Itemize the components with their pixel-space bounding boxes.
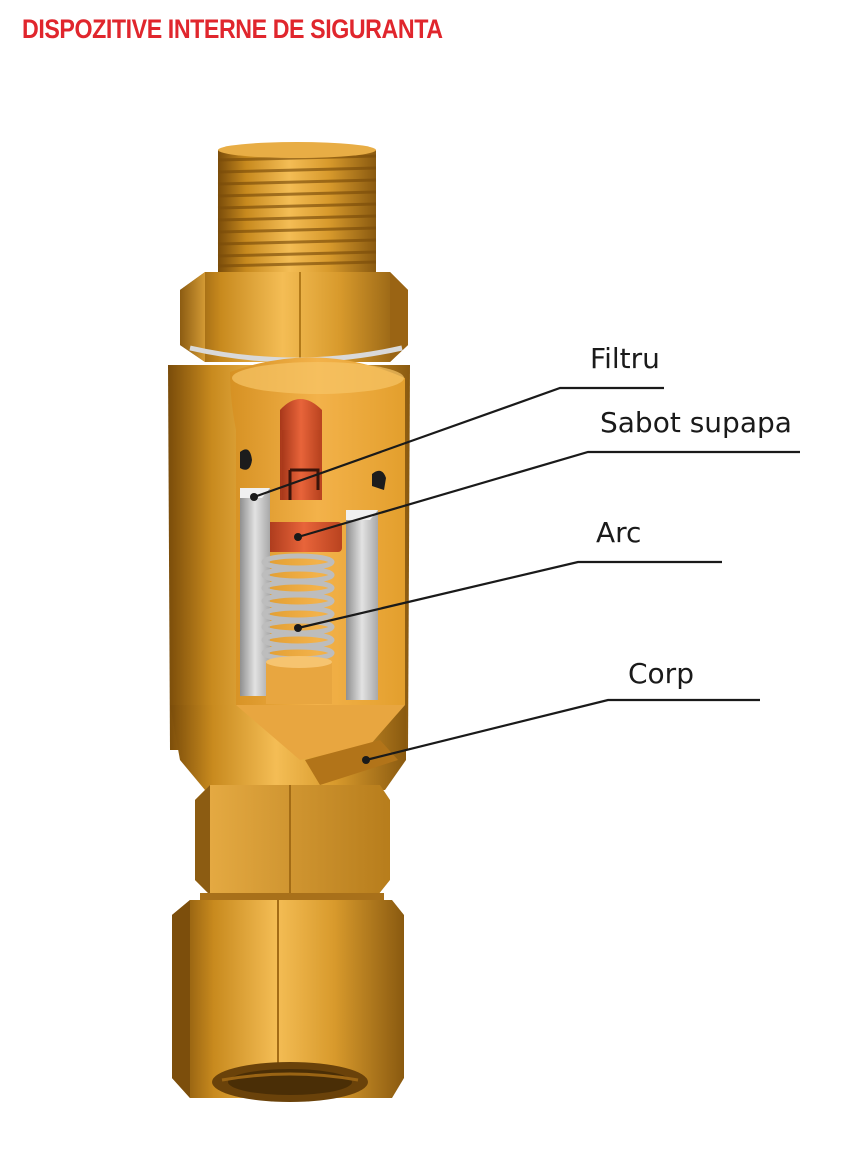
label-corp: Corp (628, 657, 694, 690)
leader-lines (253, 386, 800, 762)
leader-dots (250, 493, 370, 764)
label-filtru: Filtru (590, 342, 660, 375)
dot-sabot (294, 533, 302, 541)
upper-hex-nut (180, 272, 408, 363)
spring (261, 553, 335, 662)
label-sabot-supapa: Sabot supapa (600, 406, 792, 439)
bottom-hex-nut (172, 900, 404, 1102)
leader-sabot (297, 450, 800, 539)
label-arc: Arc (596, 516, 642, 549)
valve-stem (266, 399, 342, 552)
top-thread (217, 142, 377, 272)
middle-hex-nut (195, 785, 390, 895)
dot-arc (294, 624, 302, 632)
leader-corp (365, 698, 760, 762)
spring-seat (266, 656, 332, 704)
lower-body (170, 705, 406, 790)
leader-arc (297, 560, 722, 630)
dot-corp (362, 756, 370, 764)
diagram-title: DISPOZITIVE INTERNE DE SIGURANTA (22, 14, 443, 44)
leader-filtru (253, 386, 664, 499)
dot-filtru (250, 493, 258, 501)
